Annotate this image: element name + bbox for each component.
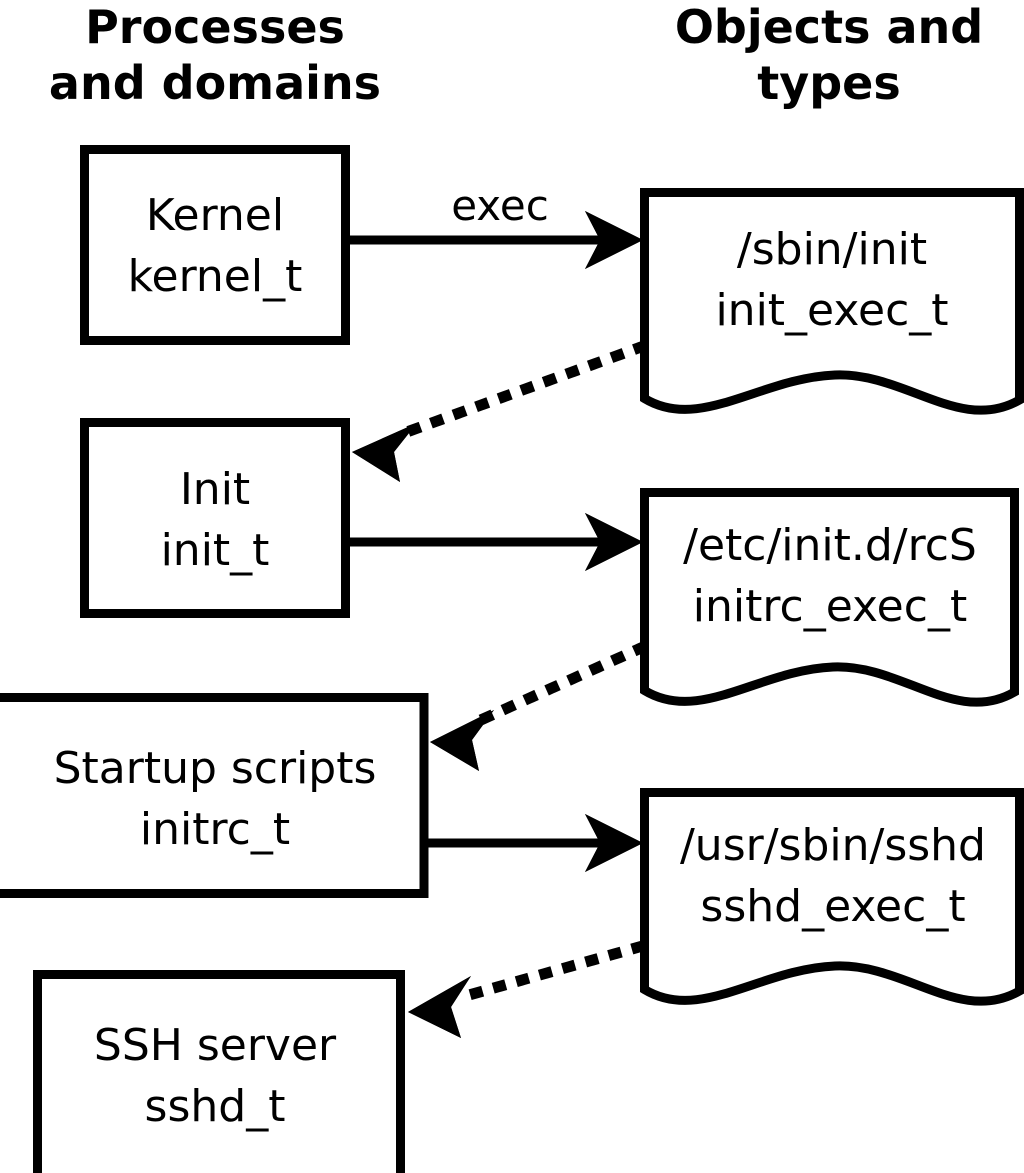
process-node-init-line2: init_t [161,525,270,576]
column-header-objects: Objects and types [675,0,983,110]
process-node-initrc-line2: initrc_t [140,804,290,855]
arrow-head-icon [585,513,643,571]
process-node-kernel[interactable]: Kernel kernel_t [80,145,350,345]
process-node-sshd-line2: sshd_t [145,1081,286,1132]
column-header-processes-line2: and domains [49,56,381,110]
edge-label-exec: exec [451,181,549,230]
edge-line [455,940,646,1004]
process-node-init-box[interactable] [80,418,350,618]
object-node-sshd-exec-document-shape[interactable] [640,788,1024,1006]
object-node-init-exec-document-shape[interactable] [640,188,1024,415]
process-node-sshd-line1: SSH server [94,1020,337,1071]
process-node-kernel-line1: Kernel [146,190,284,241]
column-header-objects-line1: Objects and [675,0,983,54]
arrow-head-icon [352,423,417,482]
process-node-initrc-box[interactable] [0,693,429,898]
object-node-init-exec-line1: /sbin/init [737,224,927,275]
arrow-head-icon [585,814,643,872]
arrow-head-icon [408,976,471,1038]
object-node-init-exec[interactable]: /sbin/init init_exec_t [640,188,1024,415]
process-node-sshd-box[interactable] [33,970,405,1173]
arrow-heads-overlay [352,211,643,1038]
process-node-sshd[interactable]: SSH server sshd_t [33,970,405,1173]
edge-line [396,339,649,441]
process-node-initrc[interactable]: Startup scripts initrc_t [0,693,429,898]
process-node-initrc-line1: Startup scripts [54,743,377,794]
object-node-sshd-exec-line2: sshd_exec_t [700,881,965,932]
process-node-init[interactable]: Init init_t [80,418,350,618]
object-node-init-exec-line2: init_exec_t [715,285,948,336]
object-node-initrc-exec-document-shape[interactable] [640,488,1019,707]
arrow-head-icon [430,710,494,771]
arrow-head-icon [585,211,643,269]
object-node-sshd-exec-line1: /usr/sbin/sshd [680,820,986,871]
process-node-kernel-line2: kernel_t [128,251,303,302]
object-node-initrc-exec-line1: /etc/init.d/rcS [683,520,977,571]
column-header-processes: Processes and domains [49,0,381,110]
column-header-processes-line1: Processes [85,0,345,54]
object-node-sshd-exec[interactable]: /usr/sbin/sshd sshd_exec_t [640,788,1024,1006]
edge-line [475,640,649,727]
object-node-initrc-exec[interactable]: /etc/init.d/rcS initrc_exec_t [640,488,1019,707]
process-node-kernel-box[interactable] [80,145,350,345]
process-node-init-line1: Init [180,464,250,515]
column-header-objects-line2: types [757,56,900,110]
object-node-initrc-exec-line2: initrc_exec_t [693,581,967,632]
